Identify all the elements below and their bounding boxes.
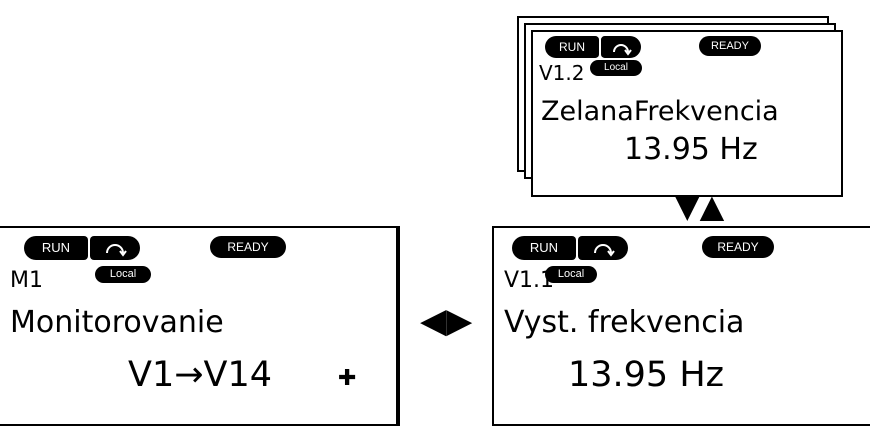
scroll-icon: ✚ [338,366,357,391]
ready-badge: READY [702,236,774,258]
top-screen: RUN READY V1.2 Local ZelanaFrekvencia 13… [531,30,843,197]
local-badge: Local [95,266,151,283]
parameter-code: V1.2 [539,61,585,85]
menu-range: V1→V14 [128,355,273,395]
left-screen: RUN READY M1 Local Monitorovanie V1→V14 … [0,226,400,426]
parameter-code: V1.1 [504,268,555,293]
vertical-navigation-arrows[interactable]: ▼▲ [675,187,725,225]
right-screen: RUN READY V1.1 Local Vyst. frekvencia 13… [492,226,870,426]
rotation-icon [601,36,641,58]
parameter-title: ZelanaFrekvencia [541,96,779,127]
run-badge: RUN [545,36,599,58]
local-badge: Local [545,266,597,283]
ready-badge: READY [699,36,761,56]
local-badge: Local [590,60,642,76]
parameter-value: 13.95 Hz [568,355,725,395]
rotation-icon [90,236,140,260]
horizontal-navigation-arrows[interactable]: ◀▶ [420,301,473,341]
menu-title: Monitorovanie [10,305,224,340]
ready-badge: READY [210,236,286,258]
run-badge: RUN [24,236,88,260]
menu-code: M1 [10,268,43,293]
rotation-icon [578,236,628,260]
parameter-title: Vyst. frekvencia [504,305,745,340]
run-badge: RUN [512,236,576,260]
parameter-value: 13.95 Hz [624,132,758,167]
